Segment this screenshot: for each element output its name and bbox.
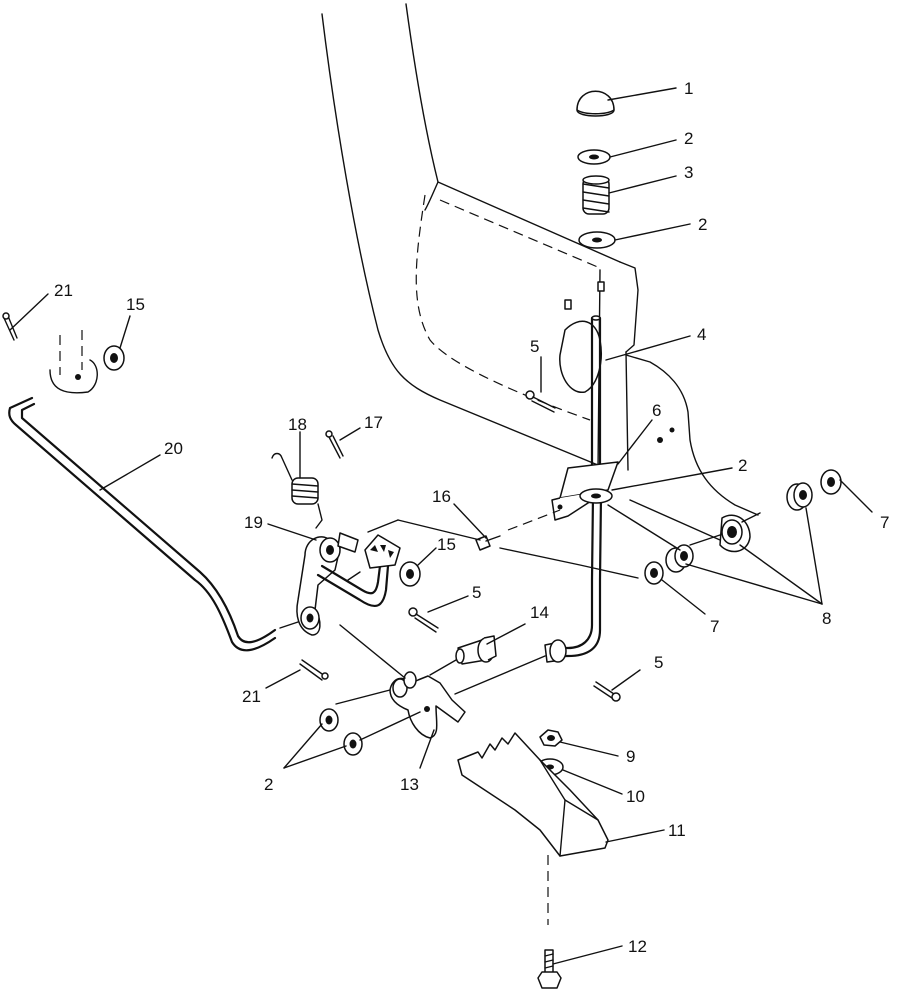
frame-hole [564,299,572,310]
leader-lines [9,87,873,965]
pedal-11 [457,732,609,857]
pedal-arm-19 [296,532,390,636]
cap-1 [576,90,615,117]
pivot-boss [719,514,751,553]
pedal-bracket-13 [389,671,466,739]
callout-10: 10 [626,787,645,806]
washer-2-lower-b [343,732,363,756]
frame-panel [321,3,759,516]
cotter-pin-21-upper [2,312,18,341]
bolt-16 [475,535,501,551]
washer-15-left [103,345,125,371]
callout-labels: 1 2 3 2 4 5 6 2 7 7 8 16 15 15 18 17 19 … [54,79,889,956]
linkage-rod-20 [8,330,277,652]
brake-rod [544,315,603,663]
cotter-pin-21-lower [299,659,329,681]
assembly-lines [279,499,761,741]
bushing-8-upper [786,482,813,511]
callout-17: 17 [364,413,383,432]
callout-9: 9 [626,747,635,766]
bolt-5-lower [593,681,621,702]
callout-7: 7 [710,617,719,636]
washer-7-upper [820,469,842,495]
washer-2-mid [578,231,616,249]
spring-18 [271,452,323,529]
nut-9 [539,729,563,747]
washer-2-top [577,149,611,165]
washer-15-mid [399,561,421,587]
frame-hole [597,281,605,292]
callout-2: 2 [698,215,707,234]
callout-8: 8 [822,609,831,628]
pivot-pin-14 [455,635,497,665]
callout-1: 1 [684,79,693,98]
callout-19: 19 [244,513,263,532]
callout-2: 2 [738,456,747,475]
callout-15: 15 [437,535,456,554]
callout-4: 4 [697,325,706,344]
callout-11: 11 [668,821,686,840]
callout-7: 7 [880,513,889,532]
callout-6: 6 [652,401,661,420]
callout-5: 5 [654,653,663,672]
bolt-5-middle [408,607,439,633]
callout-2: 2 [684,129,693,148]
callout-5: 5 [472,583,481,602]
spring-3 [582,175,610,215]
callout-20: 20 [164,439,183,458]
callout-21: 21 [242,687,261,706]
bolt-12 [537,855,562,989]
callout-13: 13 [400,775,419,794]
callout-3: 3 [684,163,693,182]
washer-2-lower-a [319,708,339,732]
callout-18: 18 [288,415,307,434]
callout-12: 12 [628,937,647,956]
washer-7-lower [644,561,664,585]
callout-2: 2 [264,775,273,794]
bracket-6 [551,461,619,521]
callout-5: 5 [530,337,539,356]
callout-15: 15 [126,295,145,314]
callout-14: 14 [530,603,549,622]
bolt-5-upper [525,390,556,413]
pedal-pad [364,534,401,569]
callout-21: 21 [54,281,73,300]
callout-16: 16 [432,487,451,506]
pin-17 [325,430,344,459]
